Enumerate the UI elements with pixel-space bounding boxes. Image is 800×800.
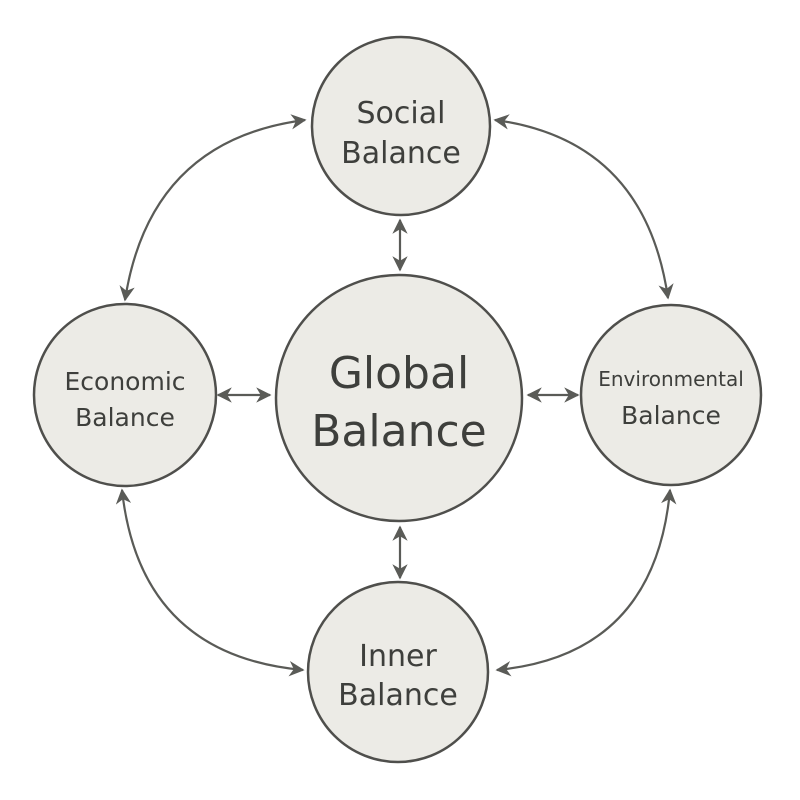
node-global-line2: Balance <box>311 406 486 457</box>
node-environmental: Environmental Balance <box>579 303 763 487</box>
node-inner: Inner Balance <box>306 580 490 764</box>
node-global-line1: Global <box>329 348 469 399</box>
arrow-social-environmental <box>493 114 674 300</box>
arrow-economic-inner <box>115 488 305 677</box>
node-economic-line1: Economic <box>64 367 185 396</box>
arrow-inner-environmental <box>495 488 677 677</box>
node-environmental-line1: Environmental <box>598 367 744 391</box>
node-global: Global Balance <box>274 273 524 523</box>
node-environmental-line2: Balance <box>621 401 721 430</box>
node-economic-line2: Balance <box>75 403 175 432</box>
arrow-economic-social <box>119 114 307 302</box>
node-economic: Economic Balance <box>32 302 218 488</box>
node-inner-line1: Inner <box>359 639 437 674</box>
node-social-line1: Social <box>357 96 446 131</box>
node-inner-line2: Balance <box>338 678 458 713</box>
node-social: Social Balance <box>310 35 492 217</box>
node-social-line2: Balance <box>341 136 461 171</box>
